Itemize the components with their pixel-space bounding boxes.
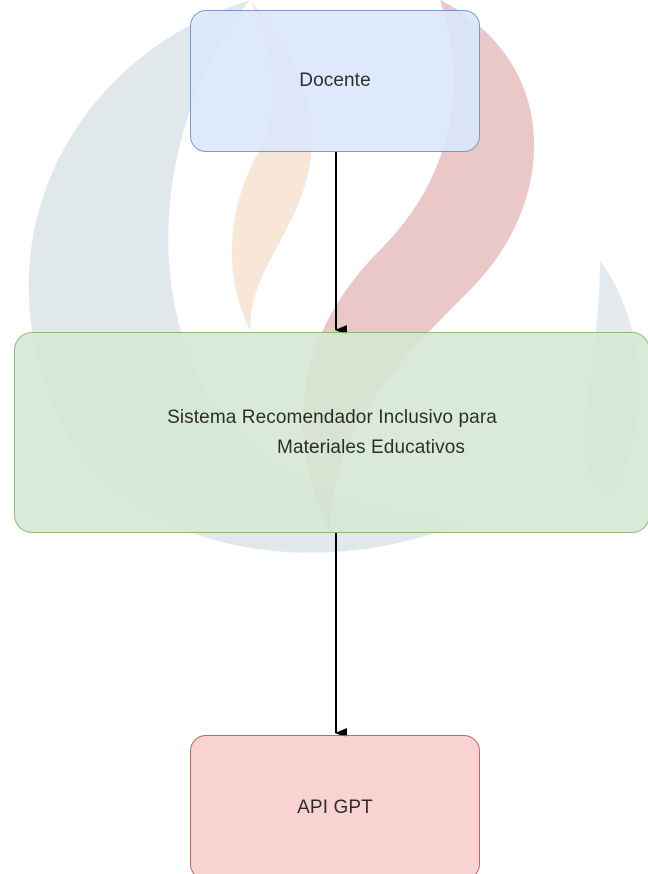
sistema-node: Sistema Recomendador Inclusivo para Mate… bbox=[14, 332, 648, 533]
api-gpt-label: API GPT bbox=[297, 796, 373, 818]
api-gpt-node: API GPT bbox=[190, 735, 480, 874]
sistema-label: Sistema Recomendador Inclusivo para Mate… bbox=[155, 403, 509, 462]
docente-node: Docente bbox=[190, 10, 480, 152]
docente-label: Docente bbox=[299, 70, 371, 92]
sistema-label-line-2: Materiales Educativos bbox=[277, 436, 465, 458]
sistema-label-line-1: Sistema Recomendador Inclusivo para bbox=[167, 407, 497, 429]
